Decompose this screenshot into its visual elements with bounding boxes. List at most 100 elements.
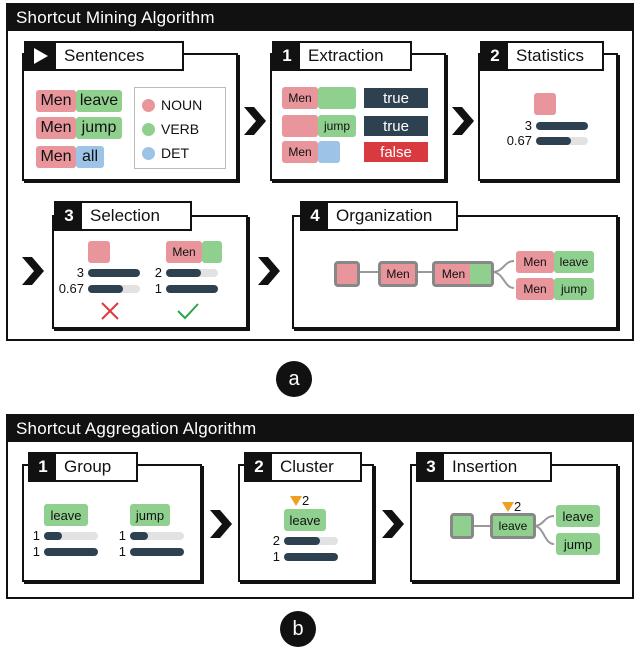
organization-leaf-1-noun: Men	[516, 251, 554, 273]
extraction-row-1-left: Men	[282, 87, 318, 109]
insertion-marker-count: 2	[514, 499, 522, 514]
insertion-step-number: 3	[418, 454, 444, 480]
caption-a: a	[276, 361, 312, 397]
sentence-2-noun: Men	[36, 117, 76, 139]
extraction-row-1-result: true	[364, 88, 428, 108]
insertion-root-node	[450, 513, 474, 539]
group-item-1-ratio-bar	[44, 548, 98, 556]
statistics-label: 2 Statistics	[480, 41, 604, 71]
insertion-tree-edges	[474, 515, 555, 545]
group-title: Group	[64, 457, 112, 476]
verb-legend-dot	[142, 123, 155, 136]
selection-right-token-verb	[202, 241, 222, 263]
cluster-step-number: 2	[246, 454, 272, 480]
sentence-2-verb: jump	[76, 117, 122, 139]
group-item-2-count: 1	[118, 528, 126, 543]
insertion-leave-node: leave	[490, 513, 536, 539]
selection-right-ratio-bar	[166, 285, 218, 293]
reject-cross-icon	[101, 302, 119, 320]
extraction-row-2-result: true	[364, 116, 428, 136]
group-item-2-ratio-bar	[130, 548, 184, 556]
organization-tree-edges	[358, 260, 515, 289]
insertion-label: 3 Insertion	[416, 452, 552, 482]
det-legend-dot	[142, 147, 155, 160]
pos-legend	[134, 87, 226, 169]
panel-b: Shortcut Aggregation Algorithm 1 Group l…	[6, 414, 634, 599]
cluster-ratio: 1	[272, 549, 280, 564]
group-item-1-ratio: 1	[32, 544, 40, 559]
chevron-right-icon	[210, 510, 232, 538]
sentences-label: Sentences	[24, 41, 184, 71]
organization-leaf-1-verb: leave	[554, 251, 594, 273]
organization-verb-node	[470, 261, 494, 287]
statistics-title: Statistics	[516, 46, 585, 65]
verb-legend-label: VERB	[161, 121, 200, 137]
cluster-word: leave	[284, 509, 326, 531]
organization-leaf-2-noun: Men	[516, 278, 554, 300]
sentences-title: Sentences	[64, 46, 145, 65]
selection-left-ratio: 0.67	[58, 281, 84, 296]
organization-label: 4 Organization	[300, 201, 458, 231]
selection-left-count-bar	[88, 269, 140, 277]
selection-step-number: 3	[56, 203, 82, 229]
extraction-row-3-left: Men	[282, 141, 318, 163]
group-item-1-word: leave	[44, 504, 88, 526]
organization-leaf-2-verb: jump	[554, 278, 594, 300]
group-item-2-word: jump	[130, 504, 170, 526]
panel-a: Shortcut Mining Algorithm Sentences Men …	[6, 3, 634, 341]
group-step-number: 1	[30, 454, 56, 480]
extraction-row-3-result: false	[364, 142, 428, 162]
panel-b-title: Shortcut Aggregation Algorithm	[8, 416, 632, 442]
group-item-2-count-track	[130, 532, 184, 540]
group-label: 1 Group	[28, 452, 138, 482]
statistics-count: 3	[524, 118, 532, 133]
insertion-title: Insertion	[452, 457, 518, 476]
chevron-right-icon	[258, 257, 280, 285]
statistics-token	[534, 93, 556, 115]
noun-legend-dot	[142, 99, 155, 112]
sentence-1-verb: leave	[76, 90, 122, 112]
group-item-1-count: 1	[32, 528, 40, 543]
cluster-count: 2	[272, 533, 280, 548]
triangle-down-icon	[502, 502, 514, 512]
statistics-box	[478, 53, 618, 181]
selection-left-count: 3	[76, 265, 84, 280]
organization-title: Organization	[336, 206, 433, 225]
statistics-ratio-bar	[536, 137, 571, 145]
extraction-label: 1 Extraction	[272, 41, 412, 71]
extraction-title: Extraction	[308, 46, 384, 65]
cluster-ratio-bar	[284, 553, 338, 561]
panel-a-title: Shortcut Mining Algorithm	[8, 5, 632, 31]
extraction-row-2-left	[282, 115, 318, 137]
statistics-step-number: 2	[482, 43, 508, 69]
group-item-2-count-bar	[130, 532, 148, 540]
caption-b: b	[280, 611, 316, 647]
selection-label: 3 Selection	[54, 201, 192, 231]
play-icon	[26, 43, 56, 69]
sentence-1-noun: Men	[36, 90, 76, 112]
noun-legend-label: NOUN	[161, 97, 203, 113]
chevron-right-icon	[382, 510, 404, 538]
cluster-label: 2 Cluster	[244, 452, 362, 482]
selection-right-ratio: 1	[154, 281, 162, 296]
chevron-right-icon	[452, 107, 474, 135]
group-item-1-count-bar	[44, 532, 62, 540]
sentence-3-noun: Men	[36, 146, 76, 168]
selection-right-token-noun: Men	[166, 241, 202, 263]
selection-title: Selection	[90, 206, 160, 225]
organization-men-verb-node: Men	[432, 261, 472, 287]
selection-left-token	[88, 241, 110, 263]
organization-step-number: 4	[302, 203, 328, 229]
extraction-step-number: 1	[274, 43, 300, 69]
accept-check-icon	[177, 303, 199, 320]
extraction-row-1-right	[318, 87, 356, 109]
cluster-marker-count: 2	[302, 493, 310, 508]
group-item-1-count-track	[44, 532, 98, 540]
chevron-right-icon	[22, 257, 44, 285]
insertion-leaf-jump: jump	[556, 533, 600, 555]
selection-left-ratio-bar	[88, 285, 123, 293]
det-legend-label: DET	[161, 145, 189, 161]
statistics-ratio: 0.67	[506, 133, 532, 148]
extraction-row-2-right: jump	[318, 115, 356, 137]
cluster-count-bar	[284, 537, 320, 545]
